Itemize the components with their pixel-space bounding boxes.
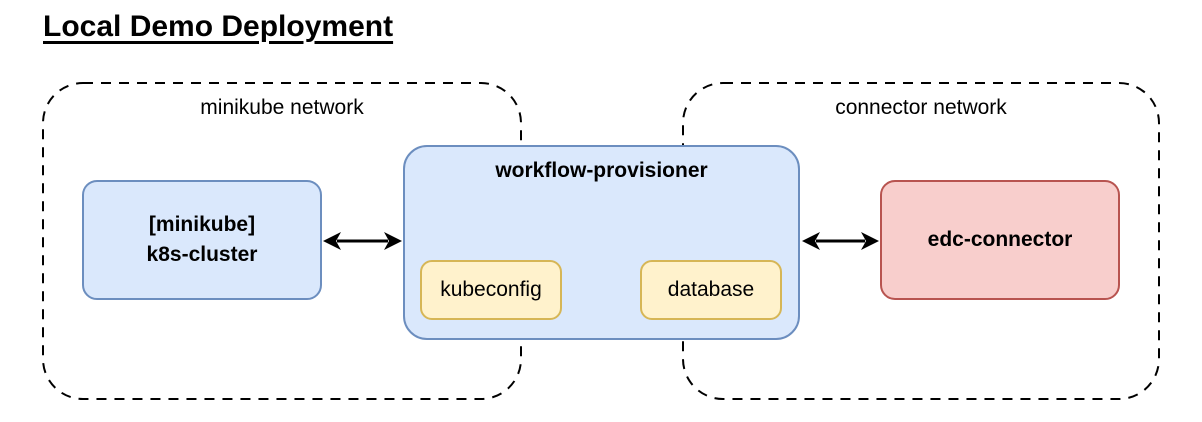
page-title: Local Demo Deployment	[43, 10, 394, 43]
node-database: database	[640, 260, 782, 320]
node-kubeconfig: kubeconfig	[420, 260, 562, 320]
kubeconfig-label: kubeconfig	[440, 278, 542, 301]
database-label: database	[667, 278, 755, 301]
workflow-provisioner-label: workflow-provisioner	[495, 159, 708, 182]
minikube-network-label: minikube network	[200, 96, 364, 119]
node-k8s-cluster: [minikube] k8s-cluster	[82, 180, 322, 300]
connector-network-label: connector network	[835, 96, 1007, 119]
node-edc-connector: edc-connector	[880, 180, 1120, 300]
edc-connector-label: edc-connector	[927, 228, 1073, 251]
k8s-cluster-label-line1: [minikube]	[148, 212, 256, 236]
k8s-cluster-label-line2: k8s-cluster	[146, 243, 258, 266]
